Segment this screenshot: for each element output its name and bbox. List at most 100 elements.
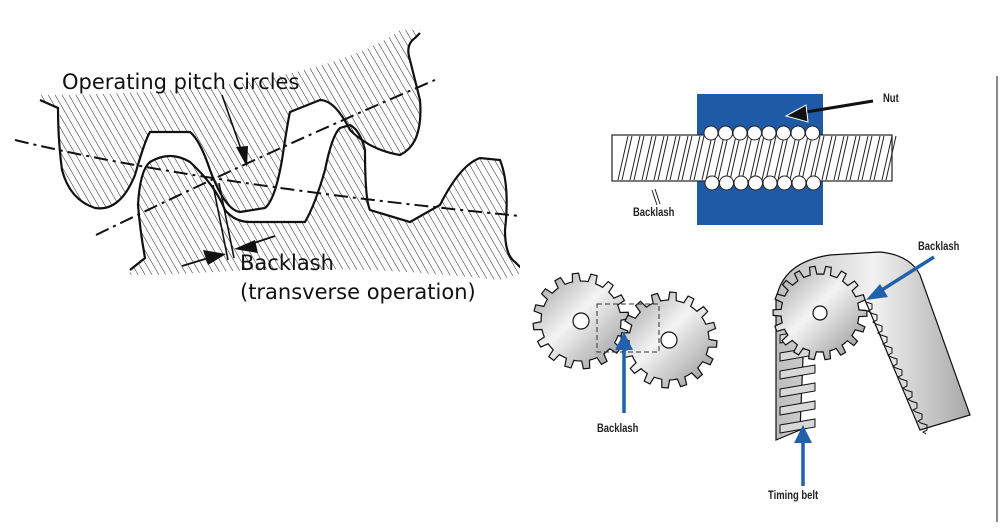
label-belt-backlash: Backlash	[918, 241, 960, 253]
nut-arrow-shaft	[799, 99, 874, 115]
pitch-arrow-shaft	[221, 94, 244, 156]
thread-line	[821, 135, 833, 181]
thread-line	[801, 135, 813, 181]
thread-line	[729, 135, 741, 181]
thread-line	[633, 135, 645, 181]
thread-line	[869, 135, 881, 181]
thread-line	[621, 135, 633, 181]
pitch-circle-lower	[95, 79, 436, 236]
thread-line	[693, 135, 705, 181]
thread-line	[765, 135, 777, 181]
label-screw-backlash: Backlash	[633, 207, 675, 219]
thread-line	[809, 135, 821, 181]
gear-left	[532, 272, 630, 370]
thread-line	[753, 135, 765, 181]
backlash-gap-line-2	[218, 182, 235, 259]
belt-teeth-right	[865, 301, 928, 435]
gear-right	[620, 291, 718, 389]
ball	[790, 125, 806, 141]
thread-line	[849, 135, 861, 181]
thread-line	[885, 135, 897, 181]
thread-line	[653, 135, 665, 181]
label-backlash: Backlash	[240, 251, 334, 275]
upper-gear-body	[40, 30, 421, 212]
thread-line	[677, 135, 689, 181]
belt-backlash-arrow-head	[866, 284, 888, 300]
lower-gear-body	[130, 125, 525, 280]
thread-line	[629, 135, 641, 181]
belt-tooth	[779, 418, 816, 434]
thread-line	[641, 135, 653, 181]
ball	[703, 125, 719, 141]
ball	[806, 175, 821, 191]
ball	[732, 125, 748, 141]
balls-top-row	[703, 125, 820, 141]
thread-line	[717, 135, 729, 181]
screw-backlash-tick-1	[651, 189, 658, 206]
thread-line	[665, 135, 677, 181]
belt-tooth	[779, 382, 816, 398]
thread-line	[797, 135, 809, 181]
backlash-gap-line-1	[212, 184, 229, 261]
ball	[761, 125, 777, 141]
thread-line	[785, 135, 797, 181]
ball	[719, 175, 734, 191]
thread-line	[705, 135, 717, 181]
thread-line	[873, 135, 885, 181]
thread-line	[777, 135, 789, 181]
thread-line	[789, 135, 801, 181]
pitch-arrow-head	[236, 146, 248, 167]
thread-line	[773, 135, 785, 181]
label-nut: Nut	[883, 93, 899, 105]
backlash-zoom-box	[596, 303, 660, 353]
ball	[747, 125, 762, 141]
belt-tooth	[779, 400, 816, 416]
gear-hole	[660, 331, 678, 349]
thread-line	[837, 135, 849, 181]
lower-gear-outline	[129, 123, 526, 273]
gear-hole	[572, 312, 590, 330]
thread-line	[813, 135, 825, 181]
thread-line	[833, 135, 845, 181]
screw-shaft	[611, 134, 893, 182]
ball	[791, 175, 807, 191]
timing-belt-arrow-head	[794, 425, 812, 443]
thread-line	[617, 135, 629, 181]
upper-gear-outline	[39, 32, 422, 214]
thread-line	[645, 135, 657, 181]
pitch-circle-upper	[14, 139, 540, 219]
backlash-arrow-left-head	[203, 250, 226, 265]
ball	[733, 175, 749, 191]
thread-line	[681, 135, 693, 181]
thread-line	[749, 135, 761, 181]
ball	[777, 175, 792, 191]
ball	[704, 175, 720, 191]
thread-line	[737, 135, 749, 181]
label-transverse-operation: (transverse operation)	[240, 280, 476, 304]
thread-line	[689, 135, 701, 181]
thread-line	[657, 135, 669, 181]
backlash-arrow-right-head	[234, 240, 258, 253]
thread-line	[861, 135, 873, 181]
thread-line	[701, 135, 713, 181]
belt-tooth	[779, 364, 816, 380]
thread-line	[669, 135, 681, 181]
thread-line	[713, 135, 725, 181]
gear-backlash-arrow-head	[615, 332, 633, 350]
belt-tooth-edge	[865, 301, 928, 435]
thread-line	[725, 135, 737, 181]
belt-backlash-arrow-shaft	[876, 255, 935, 295]
balls-bottom-row	[704, 175, 821, 191]
thread-line	[845, 135, 857, 181]
gear-hole	[812, 305, 828, 321]
screw-backlash-tick-2	[654, 188, 661, 205]
label-gear-backlash: Backlash	[597, 423, 639, 435]
thread-line	[761, 135, 773, 181]
ball	[762, 175, 778, 191]
gear-pair	[532, 272, 718, 413]
label-operating-pitch-circles: Operating pitch circles	[62, 70, 300, 94]
gear-mesh-diagram	[14, 30, 540, 280]
nut-arrow-head	[784, 104, 809, 123]
